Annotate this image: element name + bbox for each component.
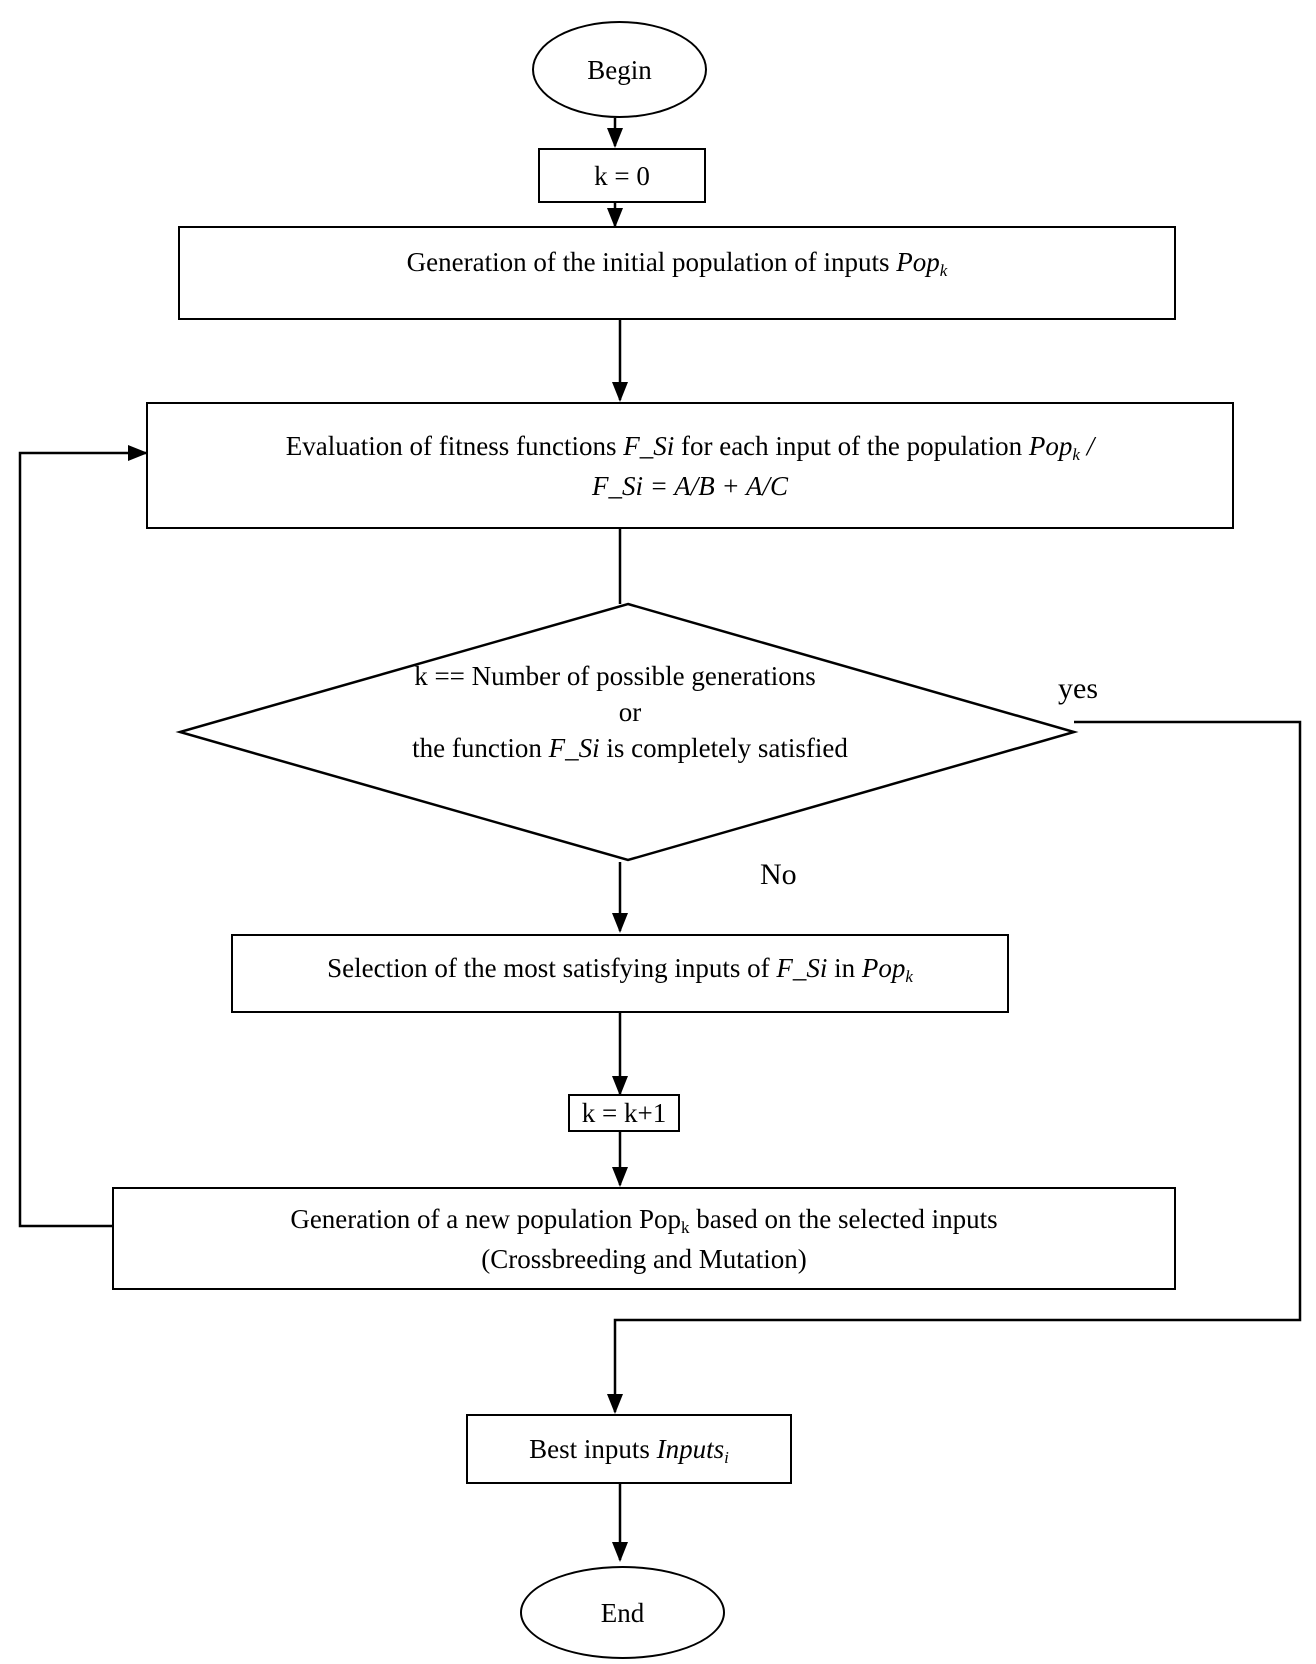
loop-back-arrow (18, 445, 148, 1228)
decision-line-3-post: is completely satisfied (606, 733, 848, 763)
initial-population-text: Generation of the initial population of … (406, 247, 890, 277)
new-population-line-1: Generation of a new population Popk base… (290, 1199, 997, 1239)
decision-line-2: or (618, 697, 642, 727)
evaluation-line-1: Evaluation of fitness functions F_Si for… (286, 426, 1094, 466)
evaluation-pop-var: Pop (1028, 430, 1073, 461)
decision-line-1: k == Number of possible generations (414, 661, 816, 691)
evaluation-func: F_Si (623, 430, 675, 461)
evaluation-pop: Popk (1028, 430, 1080, 464)
selection-pop-sub: k (905, 967, 913, 986)
best-inputs-box: Best inputs Inputsi (466, 1414, 792, 1484)
evaluation-box: Evaluation of fitness functions F_Si for… (146, 402, 1234, 529)
decision-line-3-func: F_Si (548, 733, 600, 763)
new-population-text: Generation of a new population Pop (290, 1203, 681, 1234)
evaluation-formula: F_Si = A/B + A/C (592, 470, 788, 501)
end-label: End (600, 1597, 645, 1628)
no-label: No (760, 858, 797, 891)
new-population-text2: based on the selected inputs (696, 1203, 998, 1234)
best-inputs-sub: i (724, 1448, 729, 1467)
decision-text: k == Number of possible generations or t… (330, 658, 930, 766)
best-inputs-text: Best inputs (529, 1434, 650, 1464)
end-terminal: End (520, 1566, 725, 1659)
init-k-box: k = 0 (538, 148, 706, 203)
init-k-label: k = 0 (594, 160, 650, 191)
pop-variable: Popk (896, 247, 948, 280)
increment-k-label: k = k+1 (581, 1098, 667, 1128)
evaluation-pop-sub: k (1072, 444, 1080, 464)
pop-var-text: Pop (896, 247, 940, 277)
selection-in: in (834, 953, 856, 983)
decision-line-3-pre: the function (412, 733, 542, 763)
begin-terminal: Begin (532, 21, 707, 118)
evaluation-text2: for each input of the population (680, 430, 1023, 461)
increment-k-box: k = k+1 (568, 1094, 680, 1132)
best-inputs-var-text: Inputs (656, 1434, 725, 1464)
yes-label: yes (1058, 672, 1098, 705)
best-inputs-label: Best inputs Inputsi (529, 1429, 729, 1469)
decision-line-3: the function F_Si is completely satisfie… (330, 730, 930, 766)
selection-box: Selection of the most satisfying inputs … (231, 934, 1009, 1013)
decision-diamond (175, 602, 1079, 862)
selection-pop: Popk (861, 953, 913, 986)
best-inputs-var: Inputsi (656, 1434, 729, 1467)
yes-path-line (607, 720, 1302, 1414)
new-population-box: Generation of a new population Popk base… (112, 1187, 1176, 1290)
selection-pop-var: Pop (861, 953, 906, 983)
selection-func: F_Si (776, 953, 828, 983)
new-population-line-2: (Crossbreeding and Mutation) (481, 1243, 807, 1274)
new-population-sub: k (680, 1217, 690, 1237)
initial-population-label: Generation of the initial population of … (407, 242, 948, 282)
selection-text: Selection of the most satisfying inputs … (327, 953, 770, 983)
begin-label: Begin (587, 54, 652, 85)
selection-label: Selection of the most satisfying inputs … (327, 948, 913, 988)
evaluation-text: Evaluation of fitness functions (285, 430, 617, 461)
evaluation-slash: / (1086, 430, 1095, 461)
pop-subscript: k (939, 261, 948, 280)
initial-population-box: Generation of the initial population of … (178, 226, 1176, 320)
